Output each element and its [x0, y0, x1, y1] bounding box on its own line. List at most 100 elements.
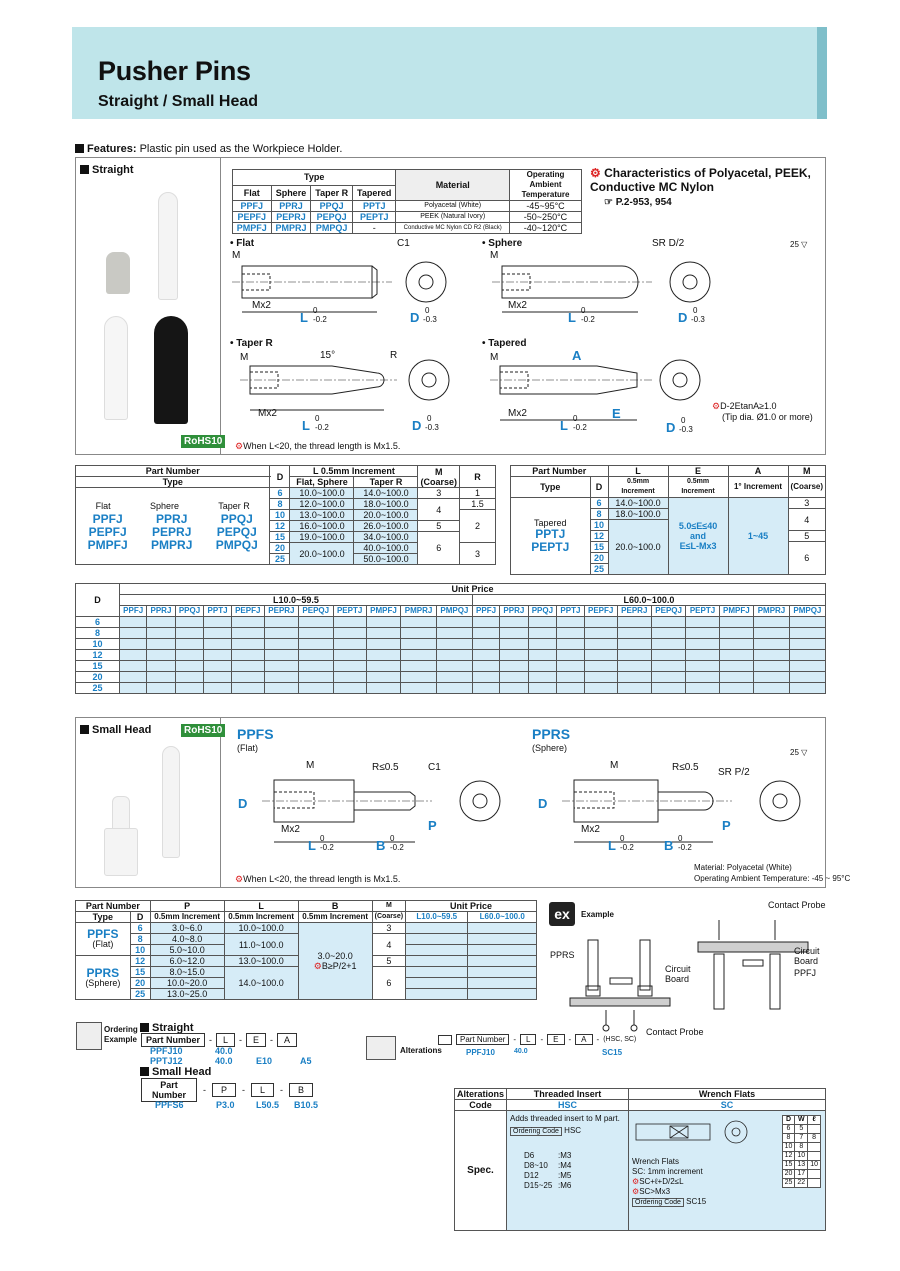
insert-list: D6:M3 D8~10:M4 D12:M5 D15~25:M6 [510, 1151, 625, 1191]
insert-d: D12 [524, 1171, 539, 1180]
l-tol-label: -0.2 [320, 843, 334, 852]
d-cell: 6 [589, 497, 609, 509]
pn-header: Part Number [74, 465, 271, 477]
dw-cell: 8 [807, 1133, 821, 1143]
d-cell: 15 [129, 966, 151, 978]
price-cell [788, 627, 827, 639]
zero-label: 0 [427, 414, 432, 423]
d-header: D [269, 465, 291, 488]
price-cell [332, 616, 367, 628]
m-label: M [490, 352, 499, 363]
angle-label: 15° [320, 350, 336, 361]
price-cell [499, 660, 529, 672]
price-cell [332, 638, 367, 650]
l-box: L [251, 1083, 275, 1097]
l-cell: 40.0~100.0 [353, 542, 419, 554]
price-cell [146, 660, 176, 672]
dash: - [270, 1035, 274, 1045]
dash: - [242, 1085, 246, 1095]
price-col-header: PPFJ [118, 605, 148, 617]
col-sphere: Sphere [270, 184, 312, 201]
part-number-table-left: Part Number D L 0.5mm Increment M(Coarse… [74, 465, 496, 565]
p-box: P [212, 1083, 237, 1097]
price-cell [365, 649, 402, 661]
price-cell [435, 649, 473, 661]
price-cell [365, 616, 402, 628]
dw-cell: 22 [794, 1178, 809, 1188]
ordering-straight-row: Part Number - L - E - A [141, 1033, 298, 1047]
coarse-header: (Coarse) [371, 911, 407, 923]
pprs-sub: (Sphere) [85, 977, 121, 988]
price-cell [616, 638, 652, 650]
ex1-pn: PPFJ10 [150, 1046, 183, 1056]
price-cell [405, 977, 469, 989]
price-cell [297, 616, 334, 628]
price-col-header: PEPQJ [297, 605, 334, 617]
zero-label: 0 [313, 306, 318, 315]
price-cell [788, 671, 827, 683]
price-cell [435, 660, 473, 672]
price-col-header: PEPFJ [583, 605, 618, 617]
price-cell [203, 638, 232, 650]
l-box: L [520, 1034, 537, 1045]
price-col-header: PPRJ [146, 605, 176, 617]
type-cols: Flat Sphere Taper R [76, 501, 269, 511]
hsc-code: HSC [506, 1099, 630, 1111]
zero-label: 0 [390, 834, 395, 843]
list-item: D15~25:M6 [524, 1181, 625, 1191]
table-row: 15 19.0~100.0 34.0~100.0 6 [76, 531, 496, 565]
type-col-label: Flat [95, 500, 111, 511]
e-label: E [612, 406, 621, 421]
zero-label: 0 [693, 306, 698, 315]
small-head-photo-panel: Small Head RoHS10 [75, 717, 226, 888]
ppfs-sub: (Flat) [92, 939, 114, 949]
price-cell [435, 671, 473, 683]
l-label: L [302, 418, 310, 433]
price-cell [788, 616, 827, 628]
l-header: L [607, 465, 669, 477]
alterations-row: Part Number - L - E - A - (HSC, SC) [438, 1034, 636, 1045]
ex1-l: 40.0 [215, 1046, 233, 1056]
r-label: R [390, 350, 398, 361]
straight-label: Straight [92, 164, 134, 176]
contact-probe-label-2: Contact Probe [646, 1027, 704, 1037]
price-cell [718, 627, 755, 639]
insert-m: :M4 [558, 1161, 572, 1170]
pprs-code: PPRS [86, 965, 120, 980]
m-label: M [610, 760, 619, 771]
d-cell: 8 [129, 933, 151, 945]
price-cell [499, 671, 529, 683]
l-label: L [560, 418, 568, 433]
price-cell [650, 660, 687, 672]
material-header: Material [395, 169, 510, 201]
alt-ex-pn: PPFJ10 [466, 1048, 495, 1057]
phone-icon [438, 1034, 452, 1045]
price-cell [753, 671, 790, 683]
price-cell [263, 638, 299, 650]
roughness-value: 25 [790, 748, 799, 757]
example-icon: ex [549, 902, 575, 926]
d-cell: 20 [75, 671, 120, 683]
contact-probe-label: Contact Probe [768, 900, 826, 910]
l-cell: 19.0~100.0 [289, 531, 355, 543]
dw-cell: 12 [781, 1151, 796, 1161]
m-cell: 5 [787, 530, 827, 542]
l-cell: 11.0~100.0 [223, 933, 299, 956]
type-cell: PPRJ [270, 200, 312, 212]
table-row: PPFS(Flat) 6 3.0~6.0 10.0~100.0 3.0~20.0… [75, 922, 537, 1000]
circuit-board-label-2: Circuit Board [794, 946, 820, 966]
type-col-label: Taper R [218, 500, 250, 511]
l-cell: 34.0~100.0 [353, 531, 419, 543]
price-cell [583, 660, 618, 672]
dw-cell: 10 [807, 1160, 821, 1170]
ordering-straight-label: Straight [140, 1022, 194, 1034]
mx2-label: Mx2 [508, 300, 527, 311]
material-header-text: Material [435, 180, 470, 190]
table-row: 8 12.0~100.0 18.0~100.0 4 1.5 [76, 498, 496, 521]
thread-note: ⚙When L<20, the thread length is Mx1.5. [235, 441, 400, 452]
type-cell: PPQJ [310, 200, 354, 212]
price-cell [332, 671, 367, 683]
price-cell [203, 627, 232, 639]
